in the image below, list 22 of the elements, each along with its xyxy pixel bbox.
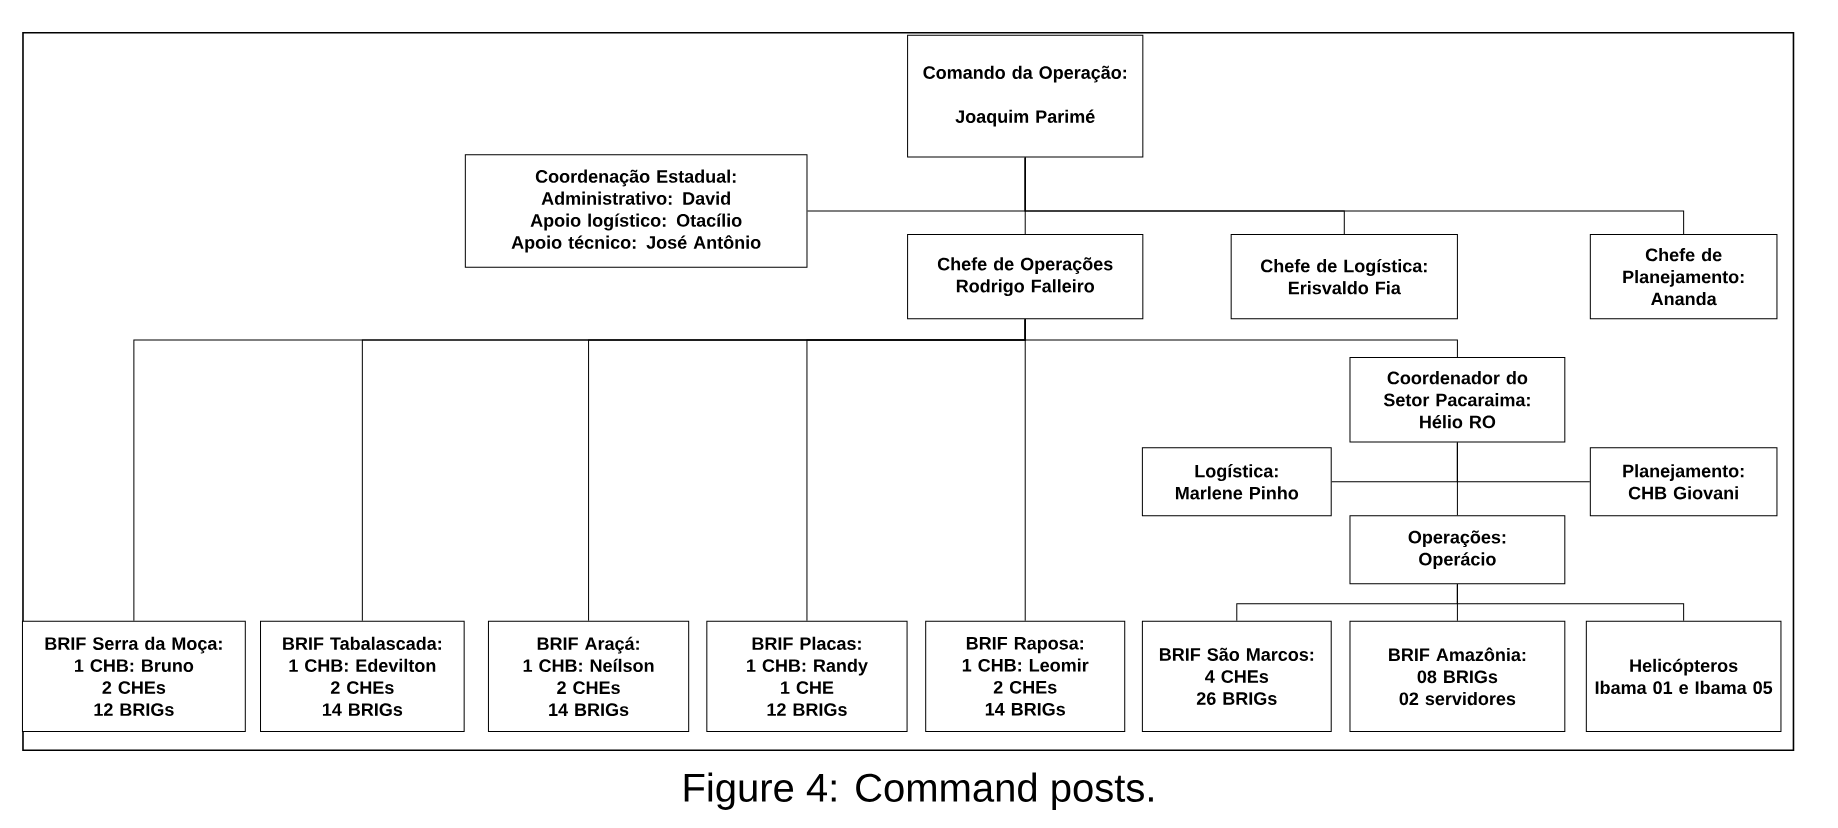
connector-line [1456, 584, 1685, 622]
org-box: BRIF São Marcos: 4 CHEs 26 BRIGs [1141, 620, 1332, 733]
org-box: Comando da Operação: Joaquim Parimé [907, 34, 1144, 158]
org-box: BRIF Serra da Moça: 1 CHB: Bruno 2 CHEs 12 BRIGs [21, 620, 246, 733]
org-box: Operações: Operácio [1349, 515, 1566, 585]
org-box: Helicópteros Ibama 01 e Ibama 05 [1585, 620, 1782, 733]
org-box: Chefe de Operações Rodrigo Falleiro [907, 234, 1144, 320]
connector-line [1024, 157, 1685, 235]
org-box: Coordenador do Setor Pacaraima: Hélio RO [1349, 357, 1566, 443]
org-box: BRIF Tabalascada: 1 CHB: Edevilton 2 CHEs 14 BRIGs [260, 620, 465, 733]
org-box: Planejamento: CHB Giovani [1589, 447, 1778, 517]
connector-line [1456, 442, 1458, 516]
figure-caption: Figure 4: Command posts. [684, 772, 1153, 811]
org-box: Chefe de Planejamento: Ananda [1589, 234, 1778, 320]
org-box: BRIF Amazônia: 08 BRIGs 02 servidores [1349, 620, 1566, 733]
org-box: Logística: Marlene Pinho [1141, 447, 1332, 517]
connector-line [1024, 319, 1458, 358]
org-box: Chefe de Logística: Erisvaldo Fia [1230, 234, 1458, 320]
org-box: BRIF Placas: 1 CHB: Randy 1 CHE 12 BRIGs [706, 620, 908, 733]
org-box: Coordenação Estadual: Administrativo: David Apoio logístico: Otacílio Apoio técnico: José Antônio [464, 154, 808, 269]
org-box: BRIF Araçá: 1 CHB: Neílson 2 CHEs 14 BRIGs [487, 620, 690, 733]
org-box: BRIF Raposa: 1 CHB: Leomir 2 CHEs 14 BRIGs [925, 620, 1126, 733]
